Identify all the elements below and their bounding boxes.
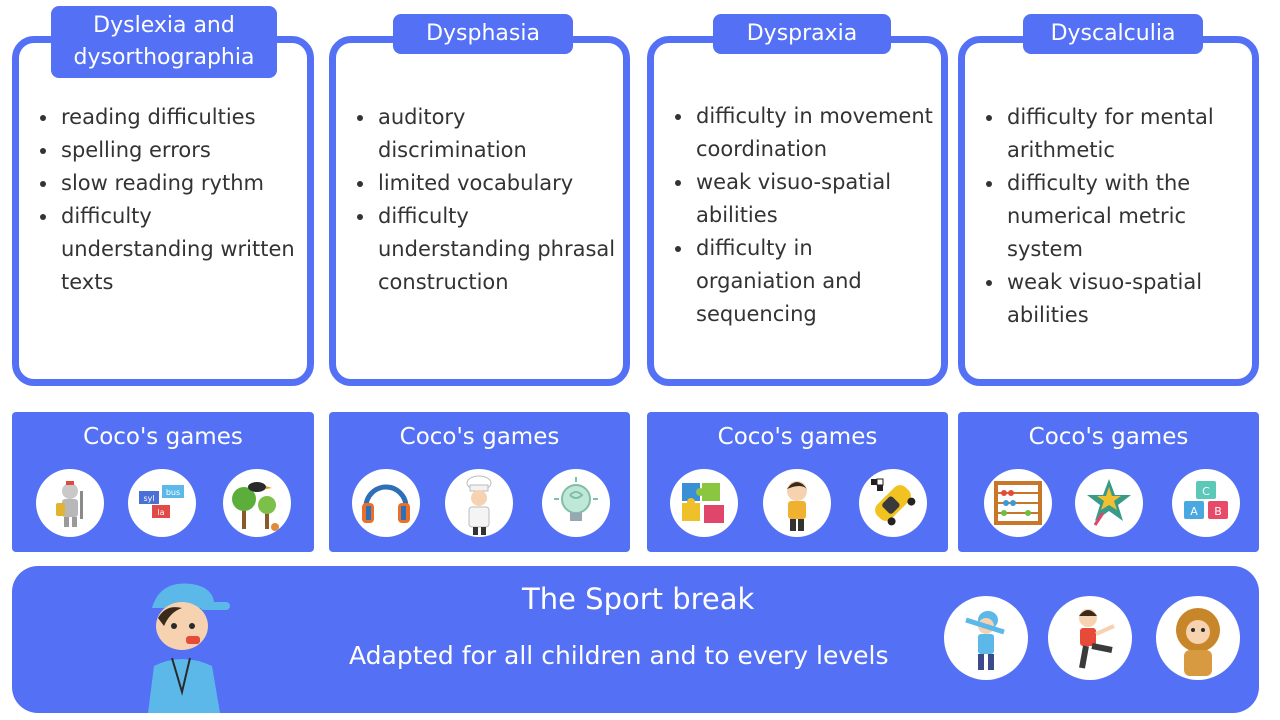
list-item: limited vocabulary — [376, 167, 619, 200]
games-title: Coco's games — [1028, 424, 1189, 450]
syllable-syl: syl — [143, 494, 154, 503]
sport-break-panel: The Sport break Adapted for all children… — [12, 566, 1259, 713]
card-title-dyslexia: Dyslexia and dysorthographia — [51, 6, 277, 78]
headphones-icon[interactable] — [352, 469, 420, 537]
syllable-la: la — [157, 508, 164, 517]
list-item: slow reading rythm — [59, 167, 303, 200]
brain-bulb-icon[interactable] — [542, 469, 610, 537]
block-b: B — [1214, 505, 1222, 518]
syllable-bus: bus — [166, 488, 180, 497]
list-item: difficulty in organiation and sequencing — [694, 232, 937, 331]
card-dyspraxia: difficulty in movement coordination weak… — [647, 36, 948, 386]
games-panel-dyslexia: Coco's games syl bus la — [12, 412, 314, 552]
dab-kid-icon[interactable] — [944, 596, 1028, 680]
syllable-cards-icon[interactable]: syl bus la — [128, 469, 196, 537]
kicking-kid-icon[interactable] — [1048, 596, 1132, 680]
card-list: auditory discrimination limited vocabula… — [350, 101, 619, 299]
block-c: C — [1202, 485, 1210, 498]
list-item: weak visuo-spatial abilities — [1005, 266, 1248, 332]
games-panel-dysphasia: Coco's games — [329, 412, 630, 552]
sport-subtitle: Adapted for all children and to every le… — [349, 641, 889, 670]
coach-icon — [148, 583, 230, 713]
sport-title: The Sport break — [522, 582, 755, 616]
puzzle-icon[interactable] — [670, 469, 738, 537]
bird-tree-icon[interactable] — [223, 469, 291, 537]
card-dyscalculia: difficulty for mental arithmetic difficu… — [958, 36, 1259, 386]
card-dyslexia: reading difficulties spelling errors slo… — [12, 36, 314, 386]
knight-icon[interactable] — [36, 469, 104, 537]
card-list: reading difficulties spelling errors slo… — [33, 101, 303, 299]
list-item: difficulty understanding phrasal constru… — [376, 200, 619, 299]
boy-icon[interactable] — [763, 469, 831, 537]
card-list: difficulty in movement coordination weak… — [668, 100, 937, 331]
list-item: difficulty with the numerical metric sys… — [1005, 167, 1248, 266]
games-title: Coco's games — [717, 424, 878, 450]
card-title-dysphasia: Dysphasia — [393, 14, 573, 54]
games-title: Coco's games — [399, 424, 560, 450]
list-item: difficulty for mental arithmetic — [1005, 101, 1248, 167]
list-item: difficulty understanding written texts — [59, 200, 303, 299]
lion-costume-icon[interactable] — [1156, 596, 1240, 680]
race-car-icon[interactable] — [859, 469, 927, 537]
abacus-icon[interactable] — [984, 469, 1052, 537]
games-panel-dyscalculia: Coco's games — [958, 412, 1259, 552]
block-a: A — [1190, 505, 1198, 518]
list-item: difficulty in movement coordination — [694, 100, 937, 166]
games-panel-dyspraxia: Coco's games — [647, 412, 948, 552]
star-icon[interactable] — [1075, 469, 1143, 537]
list-item: reading difficulties — [59, 101, 303, 134]
list-item: spelling errors — [59, 134, 303, 167]
card-title-dyscalculia: Dyscalculia — [1023, 14, 1203, 54]
list-item: auditory discrimination — [376, 101, 619, 167]
games-title: Coco's games — [83, 424, 243, 450]
list-item: weak visuo-spatial abilities — [694, 166, 937, 232]
card-title-dyspraxia: Dyspraxia — [713, 14, 891, 54]
card-dysphasia: auditory discrimination limited vocabula… — [329, 36, 630, 386]
chef-icon[interactable] — [445, 469, 513, 537]
abc-blocks-icon[interactable]: C A B — [1172, 469, 1240, 537]
card-list: difficulty for mental arithmetic difficu… — [979, 101, 1248, 332]
